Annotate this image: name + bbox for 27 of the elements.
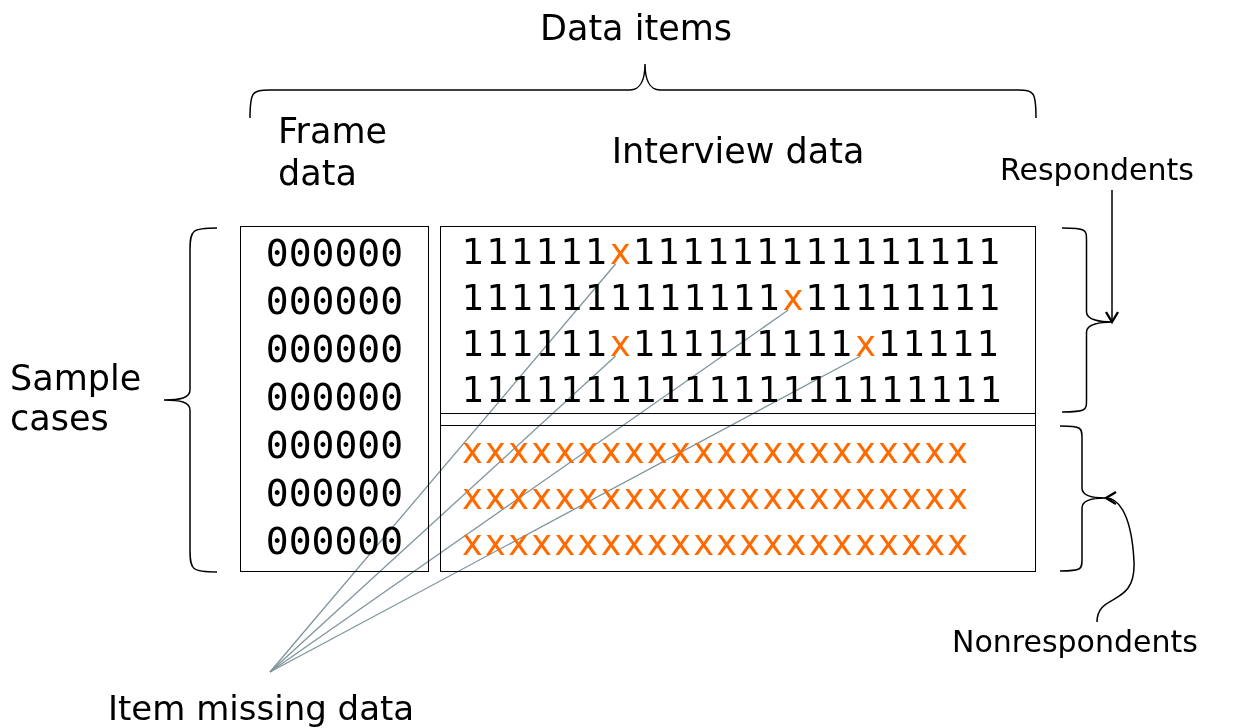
column-heading: Frame data	[278, 110, 389, 194]
leader-line	[269, 355, 862, 673]
leader-line	[269, 355, 617, 673]
callout-text: Item missing data	[108, 688, 452, 728]
callout-text: Respondents	[1000, 150, 1222, 190]
data-row-text: 000000	[264, 230, 405, 277]
group-label: Data items	[540, 8, 732, 48]
leader-line	[269, 263, 617, 673]
data-row-text: xxxxxxxxxxxxxxxxxxxxxx	[461, 522, 972, 565]
data-row-text: xxxxxxxxxxxxxxxxxxxxxx	[461, 476, 972, 519]
data-row-text: 1111111111111111111111	[461, 369, 1006, 412]
data-row-text: 111111x111111111x11111	[461, 323, 1003, 366]
curly-brace	[1058, 424, 1106, 573]
data-row-text: 000000	[264, 374, 405, 421]
data-row-text: xxxxxxxxxxxxxxxxxxxxxx	[461, 430, 972, 473]
data-row-text: 111111x111111111111111	[461, 231, 1005, 274]
data-row-text: 000000	[264, 326, 405, 373]
data-row-text: 1111111111111x11111111	[461, 277, 1005, 320]
arrow	[1104, 189, 1120, 324]
group-label: Sample cases	[10, 358, 143, 438]
curly-brace	[1060, 226, 1113, 414]
data-row-text: 000000	[264, 518, 405, 565]
data-row-text: 000000	[264, 470, 405, 517]
data-row-text: 000000	[264, 278, 405, 325]
arrow	[1096, 492, 1135, 623]
callout-text: Nonrespondents	[952, 622, 1236, 662]
data-row-text: 000000	[264, 422, 405, 469]
